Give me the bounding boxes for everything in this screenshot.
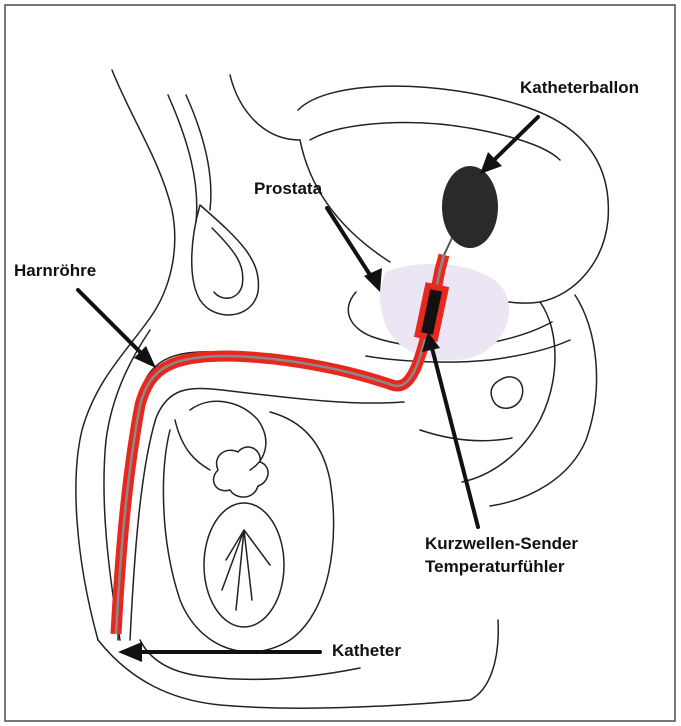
pubic-bone-inner [212, 228, 243, 298]
label-katheter: Katheter [332, 640, 401, 662]
abdominal-wall-line [230, 75, 300, 140]
label-harnroehre: Harnröhre [14, 260, 96, 282]
scrotum-outline [163, 412, 333, 652]
label-prostata: Prostata [254, 178, 322, 200]
prostate-shape [380, 264, 509, 361]
anatomy-outlines [76, 70, 608, 708]
inner-contour-upper [168, 95, 197, 222]
bladder-fold-upper [310, 123, 560, 160]
label-temperaturfuehler: Temperaturfühler [425, 556, 565, 578]
label-kurzwellen-sender: Kurzwellen-Sender [425, 533, 578, 555]
testis-lobules [222, 530, 270, 610]
arrow-katheterballon [492, 117, 538, 162]
arrow-prostata [327, 208, 372, 278]
penis-tip-outline [470, 620, 498, 700]
arrow-sender [432, 348, 478, 527]
arrow-harnroehre [78, 290, 145, 357]
balloon-stem [444, 238, 452, 255]
arrowhead-katheter [118, 642, 142, 662]
anal-sphincter [491, 377, 523, 408]
bladder-left-wall [300, 140, 390, 262]
corpus-outline-upper [118, 352, 398, 640]
label-katheterballon: Katheterballon [520, 77, 639, 99]
catheter-balloon [442, 166, 498, 248]
scrotum-upper-fold [190, 401, 266, 470]
corpus-inner-fold [175, 420, 210, 470]
perineum-line [420, 430, 512, 441]
frame-border [5, 5, 675, 721]
penis-glans-line [140, 640, 360, 679]
testis-outline [204, 503, 284, 627]
epididymis [214, 447, 269, 497]
